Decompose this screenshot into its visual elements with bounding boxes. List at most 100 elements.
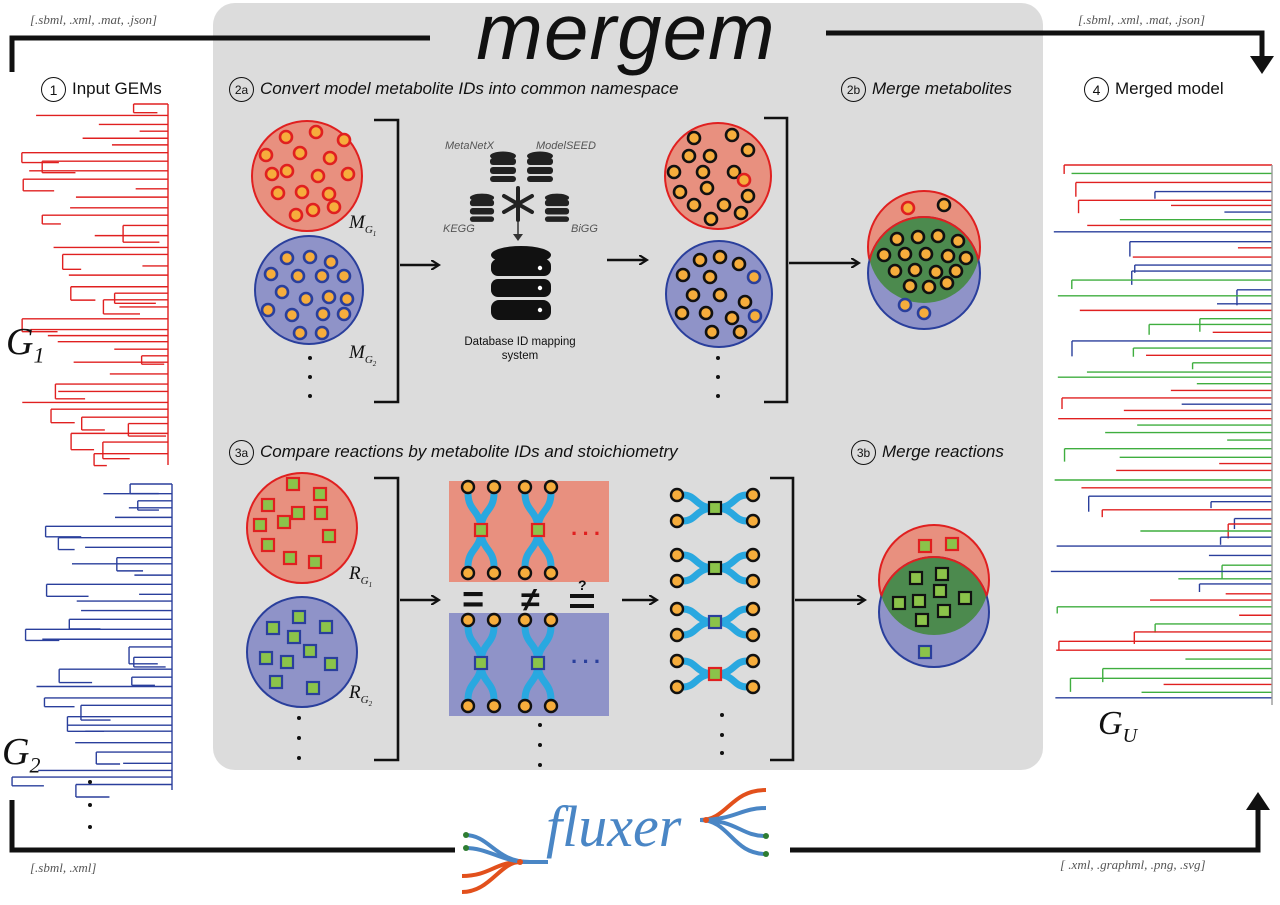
shared-metabolite xyxy=(930,228,946,244)
shared-reaction xyxy=(911,593,927,609)
unique-reaction-g1 xyxy=(944,536,960,552)
model-gu-label: GU xyxy=(1098,705,1137,748)
step-3b-badge: 3b xyxy=(851,440,876,465)
model-gu-sub: U xyxy=(1122,724,1138,747)
model-g2-label: G2 xyxy=(2,730,40,779)
mapped-metabolite-g1 xyxy=(703,211,719,227)
reaction-node-g2 xyxy=(318,619,334,635)
mapped-metabolite-g1 xyxy=(726,164,742,180)
reaction-node-g1 xyxy=(282,550,298,566)
mapped-metabolite-g1 xyxy=(672,184,688,200)
shared-metabolite xyxy=(928,264,944,280)
unique-metabolite-g1 xyxy=(900,200,916,216)
metabolite-node-g2 xyxy=(290,268,306,284)
set-rg1-letter: R xyxy=(349,563,361,584)
reaction-node-g2 xyxy=(265,620,281,636)
mapped-metabolite-g1 xyxy=(699,180,715,196)
database-icon xyxy=(489,151,517,188)
bracket-compared-reactions xyxy=(770,476,795,762)
bracket-mapped-metabolites xyxy=(764,116,789,404)
reaction-node-g1 xyxy=(321,528,337,544)
reaction-glyph-g1 xyxy=(517,479,559,581)
output-formats-bottom: [ .xml, .graphml, .png, .svg] xyxy=(1060,857,1206,872)
step-2b-badge: 2b xyxy=(841,77,866,102)
shared-metabolite xyxy=(958,250,974,266)
mapped-metabolite-g2 xyxy=(675,267,691,283)
step-1-badge: 1 xyxy=(41,77,66,102)
output-arrow-head-icon xyxy=(1250,56,1274,74)
reaction-node-g2 xyxy=(279,654,295,670)
step-3a-label: Compare reactions by metabolite IDs and … xyxy=(260,441,678,461)
fluxer-title: fluxer xyxy=(546,794,682,859)
metabolite-node-g1 xyxy=(279,163,295,179)
output-flow-line xyxy=(826,30,1265,60)
metabolite-node-g2 xyxy=(279,250,295,266)
shared-reaction xyxy=(934,566,950,582)
shared-reaction xyxy=(914,612,930,628)
metabolite-node-g1 xyxy=(322,150,338,166)
metabolite-node-g1 xyxy=(340,166,356,182)
fluxer-output-line xyxy=(790,808,1261,853)
compared-reaction-glyph xyxy=(669,653,761,695)
metabolite-node-g1 xyxy=(310,168,326,184)
reaction-glyph-g2 xyxy=(460,612,502,714)
fluxer-input-line xyxy=(9,800,455,853)
metabolite-node-g2 xyxy=(274,284,290,300)
metabolite-node-g1 xyxy=(326,199,342,215)
metabolite-node-g2 xyxy=(339,291,355,307)
set-rg2-sub: G2 xyxy=(360,693,373,708)
reaction-node-g2 xyxy=(302,643,318,659)
step-2a-badge: 2a xyxy=(229,77,254,102)
metabolite-node-g2 xyxy=(314,325,330,341)
mapped-metabolite-g2 xyxy=(731,256,747,272)
metabolite-node-g1 xyxy=(305,202,321,218)
mapped-metabolite-g1 xyxy=(686,130,702,146)
reaction-node-g1 xyxy=(276,514,292,530)
step-4-heading: 4 Merged model xyxy=(1084,77,1224,102)
set-rg1-sub: G1 xyxy=(360,574,373,589)
metabolite-node-g1 xyxy=(278,129,294,145)
compared-reaction-glyph xyxy=(669,601,761,643)
model-gu-letter: G xyxy=(1098,705,1123,742)
mapped-metabolite-g2 xyxy=(692,252,708,268)
mapping-system-line1: Database ID mapping xyxy=(464,336,576,348)
visual-arrow-head-icon xyxy=(1246,792,1270,810)
model-g2-sub: 2 xyxy=(29,752,41,778)
step-2b-label: Merge metabolites xyxy=(872,78,1012,98)
shared-metabolite xyxy=(897,246,913,262)
reaction-node-g1 xyxy=(252,517,268,533)
mapped-metabolite-g2 xyxy=(704,324,720,340)
mapped-metabolite-g1 xyxy=(736,172,752,188)
shared-metabolite xyxy=(910,229,926,245)
maybe-equal-sign xyxy=(570,592,594,608)
set-mg1-label: MG1 xyxy=(349,212,376,238)
asterisk-icon xyxy=(502,186,534,222)
metabolite-node-g2 xyxy=(336,268,352,284)
reaction-node-g2 xyxy=(305,680,321,696)
mapping-system-line2: system xyxy=(501,350,539,362)
compared-reaction-glyph xyxy=(669,547,761,589)
set-mg2-sub: G2 xyxy=(364,353,377,368)
bracket-input-reactions xyxy=(374,476,400,762)
mapped-metabolite-g1 xyxy=(724,127,740,143)
bracket-input-metabolites xyxy=(374,118,400,404)
kegg-label: KEGG xyxy=(443,223,475,235)
compared-reaction-glyph xyxy=(669,487,761,529)
shared-metabolite xyxy=(918,246,934,262)
mapped-metabolite-g2 xyxy=(702,269,718,285)
vertical-ellipsis xyxy=(88,356,724,829)
equal-sign: = xyxy=(462,579,485,621)
reaction-node-g1 xyxy=(313,505,329,521)
reaction-node-g2 xyxy=(291,609,307,625)
step-4-badge: 4 xyxy=(1084,77,1109,102)
model-g1-letter: G xyxy=(6,321,34,363)
set-rg1-label: RG1 xyxy=(349,563,372,589)
reaction-node-g1 xyxy=(260,537,276,553)
metabolite-node-g1 xyxy=(336,132,352,148)
metabolite-node-g1 xyxy=(258,147,274,163)
step-4-label: Merged model xyxy=(1115,78,1224,98)
mapped-metabolite-g1 xyxy=(681,148,697,164)
shared-metabolite xyxy=(940,248,956,264)
